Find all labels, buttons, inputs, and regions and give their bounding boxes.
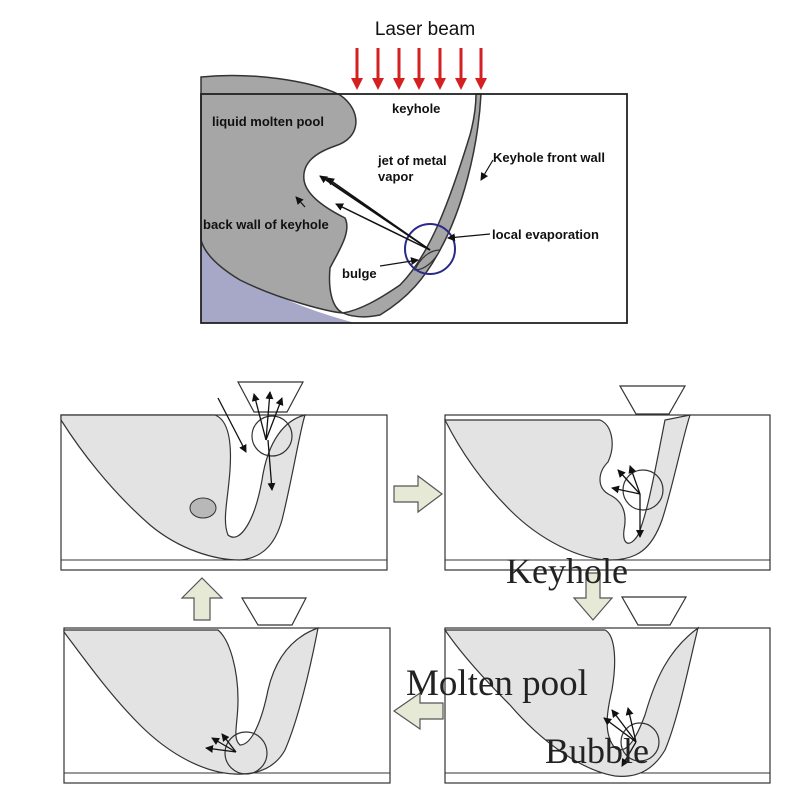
vapor-arrows: [603, 707, 637, 767]
workpiece-outline: [200, 93, 628, 324]
nozzle-shape: [240, 597, 307, 626]
sequence-flow-arrows: [180, 474, 614, 731]
jet-line: [323, 177, 431, 251]
vapor-arrows: [217, 391, 284, 491]
label-pointers: [295, 159, 494, 267]
liquid-molten-pool-label: liquid molten pool: [212, 114, 324, 129]
laser-beam-arrowheads: [351, 78, 487, 90]
flow-arrow-up: [180, 577, 224, 621]
sequence-panel-1: [60, 381, 388, 571]
evaporation-circle: [224, 731, 268, 775]
local-evaporation-label: local evaporation: [492, 227, 599, 242]
keyhole-big-label: Keyhole: [506, 551, 628, 591]
solid-metal-region: [201, 240, 355, 323]
pool-shape: [63, 627, 319, 775]
flow-arrow-down: [572, 572, 614, 621]
sequence-panel-2: [444, 385, 771, 571]
pool-shape: [60, 414, 306, 561]
vapor-arrows: [611, 465, 644, 538]
liquid-molten-pool: [200, 74, 357, 314]
bubble-big-label: Bubble: [545, 731, 649, 771]
nozzle-shape: [618, 385, 687, 415]
top-keyhole-diagram: Laser beam: [200, 19, 628, 324]
local-evaporation-circle: [404, 223, 456, 275]
pool-shape: [444, 414, 691, 561]
evaporation-circle: [251, 415, 293, 457]
vapor-jet-arrows: [319, 175, 431, 251]
nozzle-shape: [237, 381, 304, 413]
keyhole-label: keyhole: [392, 101, 440, 116]
jet-arrow: [335, 203, 431, 251]
nozzle-shape: [620, 596, 688, 626]
jet-label-line1: jet of metal: [377, 153, 447, 168]
laser-beam-title: Laser beam: [375, 19, 475, 40]
evaporation-circle: [620, 722, 660, 762]
laser-beam-arrows: [355, 48, 483, 80]
back-wall-label: back wall of keyhole: [203, 217, 329, 232]
molten-pool-big-label: Molten pool: [406, 663, 588, 704]
bulge-label: bulge: [342, 266, 377, 281]
bubble-shape: [189, 497, 217, 519]
vapor-arrows: [205, 733, 237, 753]
flow-arrow-right: [393, 474, 443, 514]
bulge-shape: [414, 249, 441, 271]
flow-arrow-left: [392, 691, 444, 731]
keyhole-front-wall-label: Keyhole front wall: [493, 150, 605, 165]
jet-label-line2: vapor: [378, 169, 413, 184]
sequence-panel-3: [443, 596, 771, 784]
sequence-panel-4: [63, 597, 391, 784]
